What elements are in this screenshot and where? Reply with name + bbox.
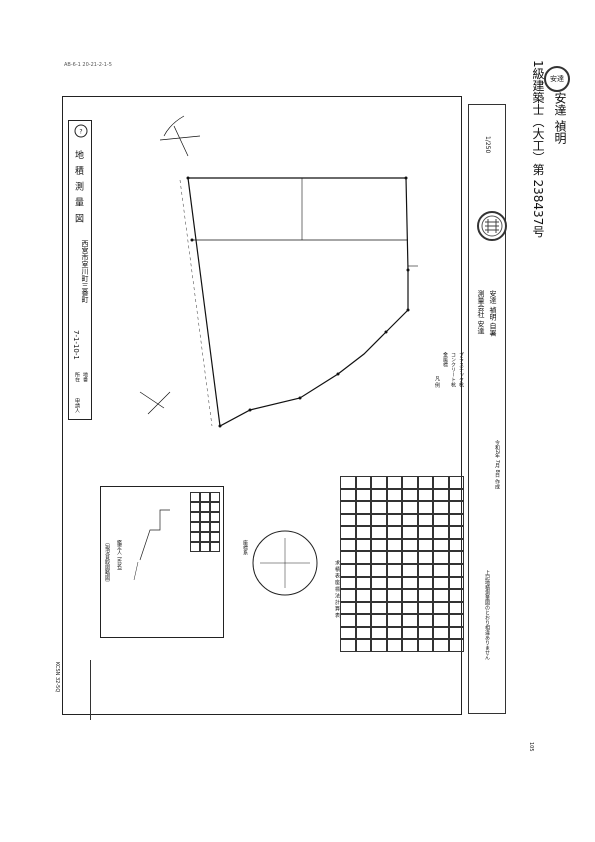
legend-title: 凡 例 — [434, 376, 440, 388]
sketch-title: 〔現況見取図略図〕 — [104, 540, 110, 585]
plan-surveyor-label: 申請人 — [74, 398, 80, 413]
top-left-note: AB-6-1 20-21-2-1-5 — [64, 62, 112, 68]
north-arrow-icon — [159, 115, 201, 157]
south-arrow-icon — [139, 391, 171, 415]
plan-title: 地 積 測 量 図 — [73, 150, 83, 225]
sketch-drawing — [133, 509, 170, 581]
registrant-stamp: 安達 — [544, 66, 570, 92]
legend-item-3: プラスチック杭 — [458, 352, 464, 387]
plan-date: 令和2年 7月 8日 作成 — [494, 440, 500, 490]
legend-item-2: コンクリート杭 — [450, 352, 456, 387]
plan-location-label: 所在 — [74, 372, 80, 382]
plan-scale: 1/250 — [484, 136, 491, 154]
plot-boundary — [187, 177, 409, 427]
sketch-box — [100, 486, 224, 638]
page-number: 105 — [528, 742, 534, 752]
legend-item-1: 金属標 — [442, 352, 448, 367]
plan-surveyor-company: 測量会社 安達 — [477, 290, 485, 335]
bottom-note: 上記地積測量図のとおり相違ありません — [484, 570, 490, 660]
svg-text:?: ? — [79, 129, 82, 136]
plan-lot: 7-1-10-1 — [72, 330, 80, 360]
plan-location: 西宮市室川町三番町 — [81, 240, 89, 303]
footer-left: KCSN 32-5Q — [54, 662, 60, 693]
outer-frame — [62, 96, 462, 715]
plot-drawing — [139, 115, 418, 428]
sketch-caption: 鑑定人 (氏名) — [116, 540, 122, 571]
title-strip — [68, 120, 92, 420]
area-table — [340, 476, 464, 652]
coordinate-label: 座標系 — [242, 540, 248, 555]
registrant-name: 安達 禎明 — [553, 92, 567, 144]
footer-line — [90, 660, 91, 720]
plan-lot-label: 地番 — [82, 372, 88, 382]
stamp-text: 安達 — [550, 75, 564, 83]
seal-stamp — [477, 211, 507, 241]
coordinate-circle — [252, 530, 318, 596]
sketch-table — [190, 492, 220, 552]
title-block — [468, 104, 506, 714]
plan-surveyor-person: 安達 禎明 自署 — [489, 290, 497, 337]
table-title: 求 積 表 座 標 法 計 算 表 — [334, 560, 340, 618]
registration-number: 1級建築士（大工）第 238437号 — [531, 60, 545, 238]
page-circle-icon: ? — [74, 124, 88, 138]
